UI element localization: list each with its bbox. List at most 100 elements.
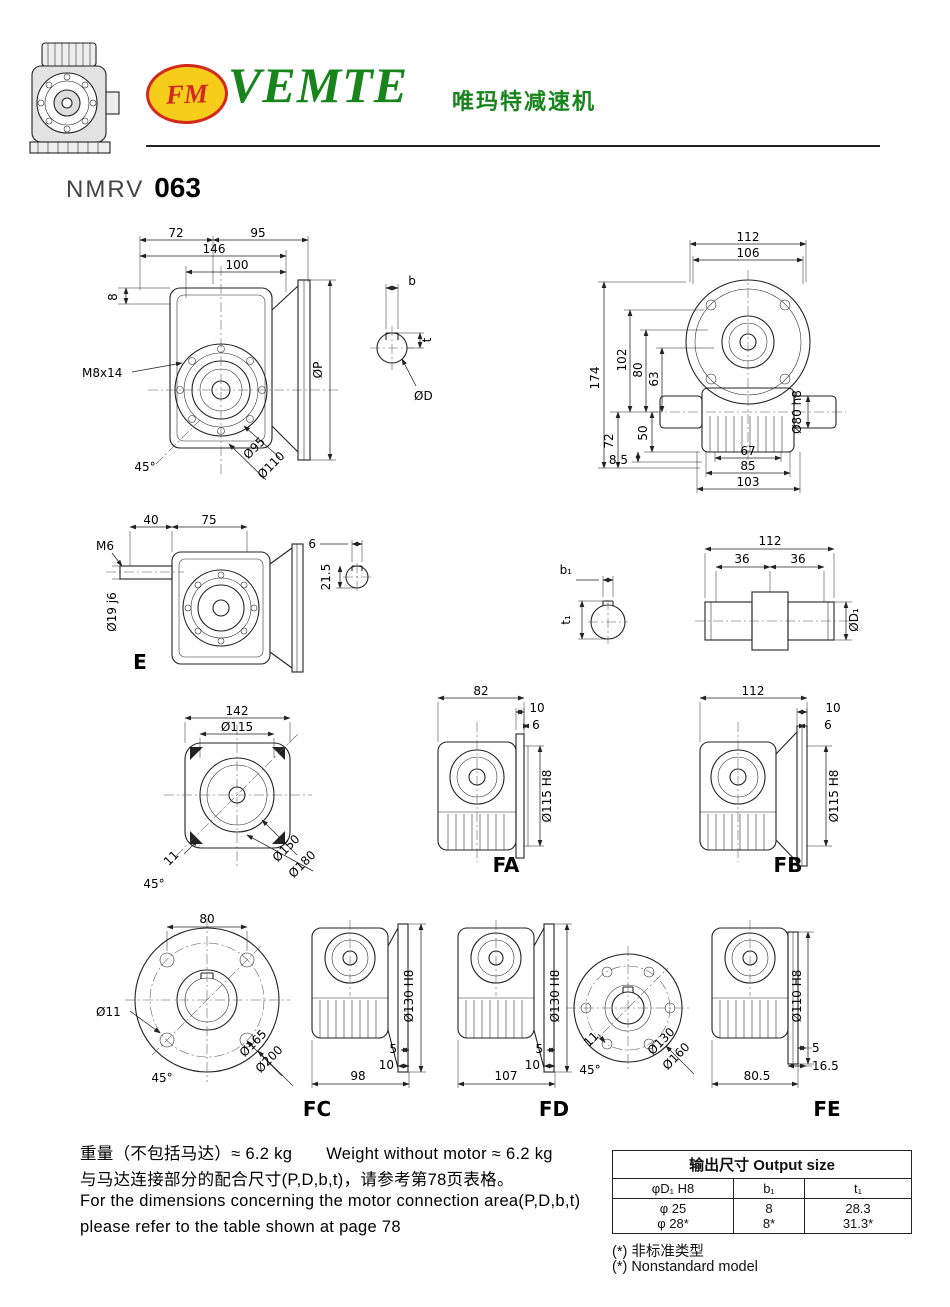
- dim-label: 10: [379, 1058, 394, 1072]
- dim-label: 98: [350, 1069, 365, 1083]
- dim-label: M6: [96, 539, 114, 553]
- dim-label: 45°: [134, 460, 155, 474]
- dim-label: 11: [581, 1029, 602, 1050]
- dim-label: 8.5: [609, 453, 628, 467]
- brand-logo-text: VEMTE: [228, 57, 409, 113]
- dim-label: ØD: [414, 389, 433, 403]
- dim-label: 6: [532, 718, 540, 732]
- dim-label: 112: [737, 230, 760, 244]
- header-divider: [146, 145, 880, 147]
- output-size-table: 输出尺寸 Output size φD₁ H8 b₁ t₁ φ 25 8 28.…: [612, 1150, 912, 1234]
- view-label: FC: [303, 1097, 331, 1121]
- dim-label: 63: [647, 371, 661, 386]
- table-cell: 28.3: [804, 1198, 912, 1216]
- fit-note-en-2: please refer to the table shown at page …: [80, 1218, 401, 1236]
- dim-label: Ø80 h8: [790, 390, 804, 434]
- view-label: E: [133, 650, 147, 674]
- dim-label: 75: [201, 513, 216, 527]
- page-title: NMRV 063: [66, 172, 201, 204]
- dim-label: 103: [737, 475, 760, 489]
- fit-note-cn: 与马达连接部分的配合尺寸(P,D,b,t)，请参考第78页表格。: [80, 1171, 514, 1189]
- dim-label: 142: [226, 704, 249, 718]
- dim-label: 40: [143, 513, 158, 527]
- drawing-output-shaft: 112 36 36 ØD₁: [695, 534, 861, 651]
- dim-label: 112: [742, 684, 765, 698]
- output-size-table-title: 输出尺寸 Output size: [612, 1150, 912, 1179]
- table-cell: 8: [733, 1198, 805, 1216]
- drawing-fa: 82 10 6 Ø115 H8 FA: [437, 684, 554, 877]
- model-series: NMRV: [66, 176, 145, 203]
- dim-label: 102: [615, 349, 629, 372]
- dim-label: 112: [759, 534, 782, 548]
- dim-label: 85: [740, 459, 755, 473]
- dim-label: 82: [473, 684, 488, 698]
- drawing-side-view-e: 40 75 M6 Ø19 j6 E: [96, 513, 304, 674]
- model-number: 063: [154, 172, 201, 203]
- table-cell: 31.3*: [804, 1216, 912, 1234]
- table-cell: φ 25: [612, 1198, 734, 1216]
- drawing-key-section: 6 21.5: [308, 537, 371, 591]
- dim-label: 10: [525, 1058, 540, 1072]
- dim-label: 6: [308, 537, 316, 551]
- dim-label: M8x14: [82, 366, 122, 380]
- dim-label: 16.5: [812, 1059, 839, 1073]
- col-header-b1: b₁: [733, 1178, 805, 1199]
- weight-note-cn: 重量（不包括马达）≈ 6.2 kg: [80, 1145, 293, 1163]
- drawing-fb: 112 10 6 Ø115 H8 FB: [699, 684, 841, 877]
- dim-label: 80.5: [744, 1069, 771, 1083]
- nonstandard-note-en: (*) Nonstandard model: [612, 1259, 758, 1275]
- dim-label: b: [408, 274, 416, 288]
- dim-label: Ø130 H8: [548, 970, 562, 1023]
- dim-label: 45°: [579, 1063, 600, 1077]
- dim-label: 67: [740, 444, 755, 458]
- dim-label: 80: [199, 912, 214, 926]
- dim-label: 106: [737, 246, 760, 260]
- drawing-fc: Ø130 H8 5 10 98 FC: [303, 920, 426, 1121]
- dim-label: 72: [168, 226, 183, 240]
- drawing-side-view: 72 95 146 100 8 M8x14 45° Ø95 Ø110 ØP: [82, 226, 338, 482]
- drawing-front-view: 112 106 174 102 80 63 72 50 8.5 67 85 10…: [588, 230, 846, 493]
- dim-label: 45°: [143, 877, 164, 891]
- dim-label: Ø110: [255, 449, 288, 482]
- view-label: FA: [493, 853, 520, 877]
- gearbox-photo: [26, 40, 122, 175]
- dim-label: 107: [495, 1069, 518, 1083]
- col-header-d1: φD₁ H8: [612, 1178, 734, 1199]
- table-cell: 8*: [733, 1216, 805, 1234]
- dim-label: 8: [106, 293, 120, 301]
- dim-label: 72: [602, 433, 616, 448]
- dim-label: 36: [734, 552, 749, 566]
- dim-label: ØP: [311, 362, 325, 379]
- dim-label: 174: [588, 367, 602, 390]
- dim-label: Ø115 H8: [827, 770, 841, 823]
- dim-label: 146: [203, 242, 226, 256]
- view-label: FB: [774, 853, 803, 877]
- dim-label: Ø11: [96, 1005, 121, 1019]
- dim-label: Ø110 H8: [790, 970, 804, 1023]
- dim-label: Ø95: [240, 434, 267, 461]
- dim-label: Ø130 H8: [402, 970, 416, 1023]
- dim-label: 5: [535, 1042, 543, 1056]
- dim-label: 6: [824, 718, 832, 732]
- drawing-fe: Ø110 H8 5 16.5 80.5 FE: [711, 920, 841, 1121]
- table-cell: φ 28*: [612, 1216, 734, 1234]
- dim-label: 11: [161, 848, 182, 869]
- dim-label: t: [420, 337, 434, 342]
- drawing-square-flange: 142 Ø115 Ø150 Ø180 11 45°: [143, 704, 318, 891]
- dim-label: 100: [226, 258, 249, 272]
- dim-label: 80: [631, 362, 645, 377]
- gearbox-photo-art: [29, 42, 120, 154]
- dim-label: 10: [529, 701, 544, 715]
- dim-label: 5: [812, 1041, 820, 1055]
- dim-label: Ø115 H8: [540, 770, 554, 823]
- dim-label: 50: [636, 425, 650, 440]
- dim-label: 21.5: [319, 564, 333, 591]
- drawing-round-flange: 80 Ø11 Ø165 Ø200 45°: [96, 912, 294, 1087]
- dim-label: 95: [250, 226, 265, 240]
- fit-note-en-1: For the dimensions concerning the motor …: [80, 1192, 581, 1210]
- dim-label: Ø19 j6: [105, 592, 119, 632]
- drawing-input-shaft-section: b t ØD: [370, 274, 434, 403]
